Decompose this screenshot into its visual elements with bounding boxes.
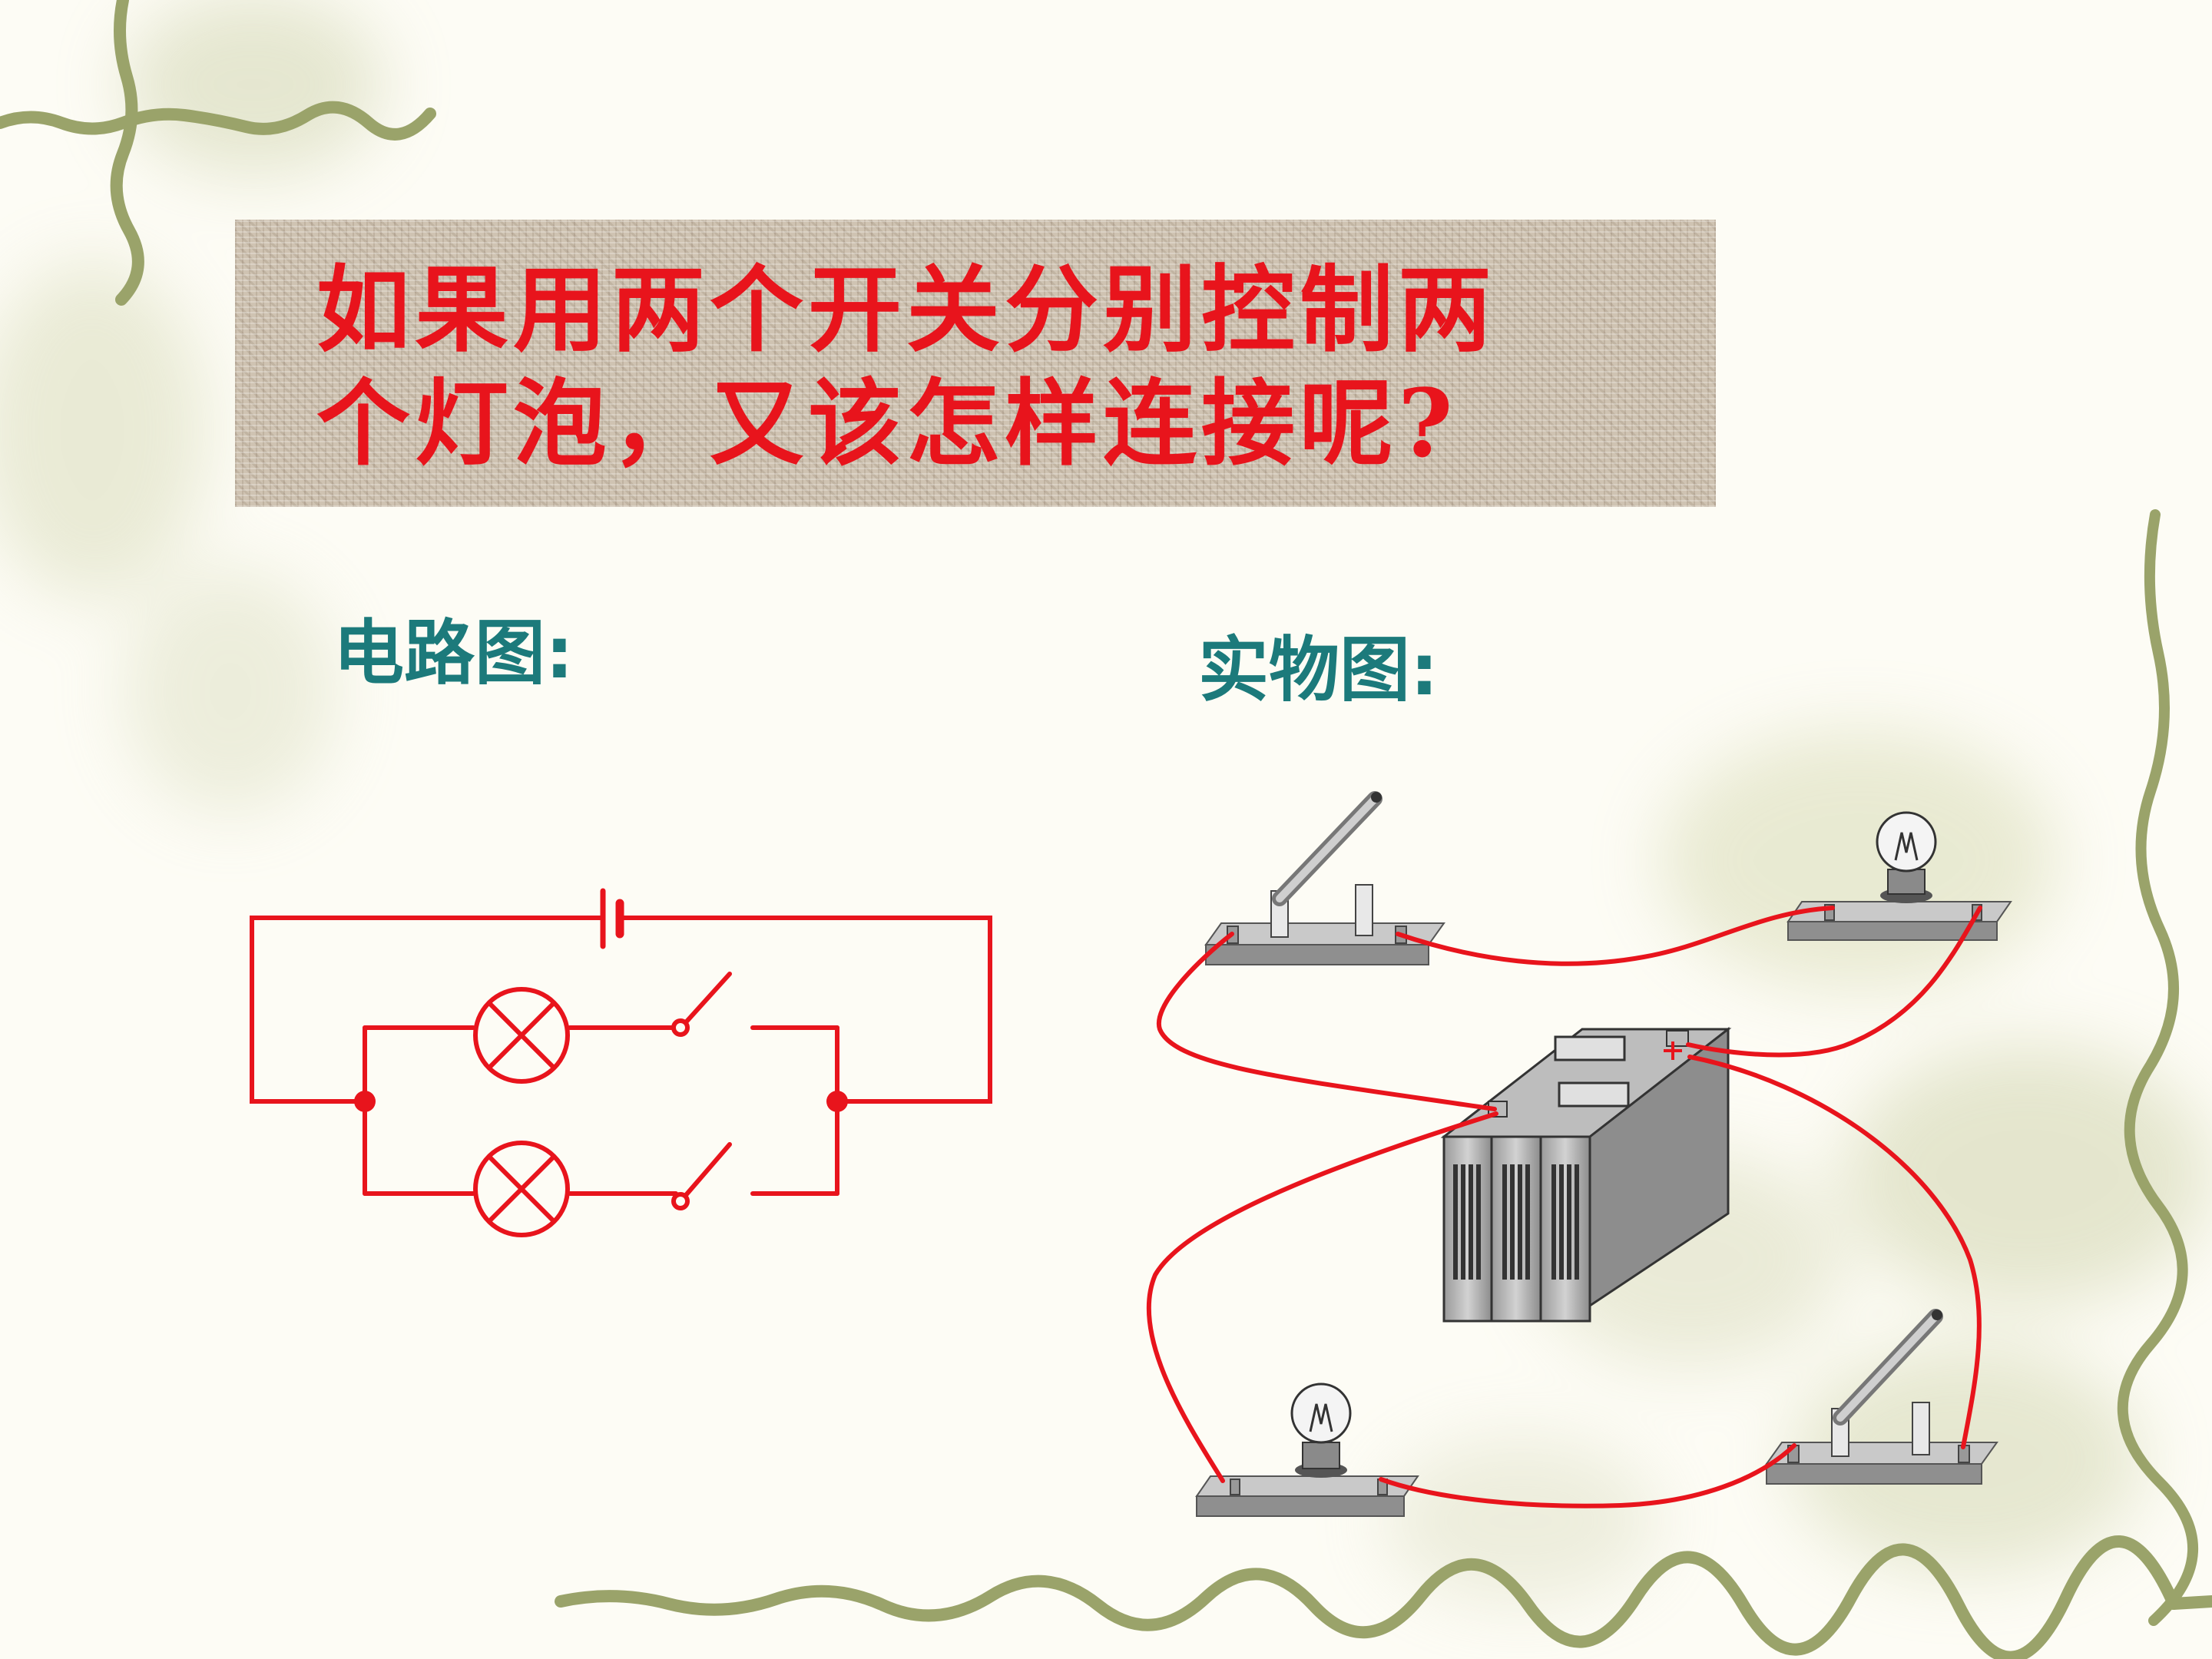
vine-bottom <box>555 1535 2180 1659</box>
wire-battery-minus-to-bulb-bottom <box>1146 1111 1498 1483</box>
wire-switch-top-to-bulb-top <box>1396 906 1835 966</box>
vine-top-left <box>0 101 436 141</box>
bulb-holder-bottom <box>1195 1382 1419 1517</box>
vine-left-vertical <box>110 0 144 306</box>
wire-switch-top-to-battery-minus <box>1156 932 1497 1111</box>
bulb-holder-top <box>1786 811 2012 941</box>
knife-switch-bottom <box>1765 1309 1998 1485</box>
connecting-wires <box>1146 906 1982 1508</box>
battery-pack <box>1440 1026 1732 1323</box>
switch-symbol-upper <box>671 972 732 1037</box>
lamp-symbol-lower <box>473 1141 570 1237</box>
circuit-schematic <box>250 888 992 1237</box>
knife-switch-top <box>1204 791 1445 965</box>
outer-wire-left <box>250 916 605 1104</box>
wire-bulb-top-to-battery-plus <box>1686 906 1982 1058</box>
circuit-diagram-heading: 电路图: <box>333 612 574 694</box>
wire-battery-plus-to-switch-bottom <box>1687 1055 1982 1449</box>
question-title-box: 如果用两个开关分别控制两 个灯泡，又该怎样连接呢? <box>235 220 1716 507</box>
switch-symbol-lower <box>671 1142 732 1210</box>
junction-dot-right <box>826 1091 848 1112</box>
vine-right-vertical <box>2117 509 2198 1626</box>
physical-diagram-heading: 实物图: <box>1198 629 1439 711</box>
question-title-line-2: 个灯泡，又该怎样连接呢? <box>316 368 1458 478</box>
lamp-symbol-upper <box>473 987 570 1084</box>
question-title-line-1: 如果用两个开关分别控制两 <box>316 254 1496 365</box>
outer-wire-right <box>618 916 992 1104</box>
wire-bulb-bottom-to-switch-bottom <box>1379 1443 1796 1508</box>
physical-wiring-diagram <box>1146 791 2012 1517</box>
junction-dot-left <box>354 1091 376 1112</box>
